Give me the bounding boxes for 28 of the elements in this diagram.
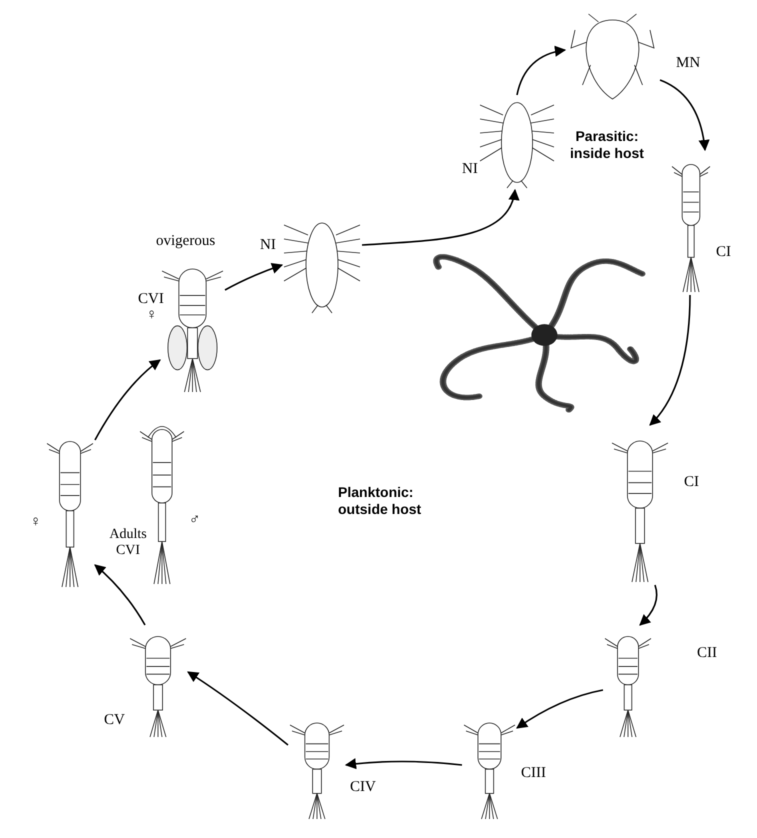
arrow <box>649 294 691 426</box>
stage-label: CVI <box>138 290 164 308</box>
stage-label: ♀ <box>30 513 42 531</box>
stage-label: NI <box>260 236 276 254</box>
arrow <box>639 584 658 626</box>
arrow <box>224 263 284 291</box>
stage-label: CI <box>684 473 699 491</box>
stage-label: CII <box>697 644 717 662</box>
arrow <box>344 758 462 770</box>
stage-label: MN <box>676 54 700 72</box>
stage-label: ♀ <box>146 306 158 324</box>
arrow <box>94 359 161 440</box>
zone-label: Planktonic: outside host <box>338 484 422 518</box>
stage-label: ♂ <box>189 511 200 529</box>
stage-label: ovigerous <box>156 232 216 250</box>
stage-label: CV <box>104 711 125 729</box>
stage-label: CIII <box>521 764 546 782</box>
arrow <box>94 564 146 626</box>
arrow <box>362 188 518 246</box>
arrow <box>187 671 288 746</box>
stage-label: Adults CVI <box>108 527 148 559</box>
zone-label: Parasitic: inside host <box>569 128 645 162</box>
stage-label: NI <box>462 160 478 178</box>
stage-label: CIV <box>350 778 376 796</box>
arrow <box>516 46 566 96</box>
arrow <box>660 79 710 152</box>
stage-label: CI <box>716 243 731 261</box>
arrow <box>516 689 604 729</box>
